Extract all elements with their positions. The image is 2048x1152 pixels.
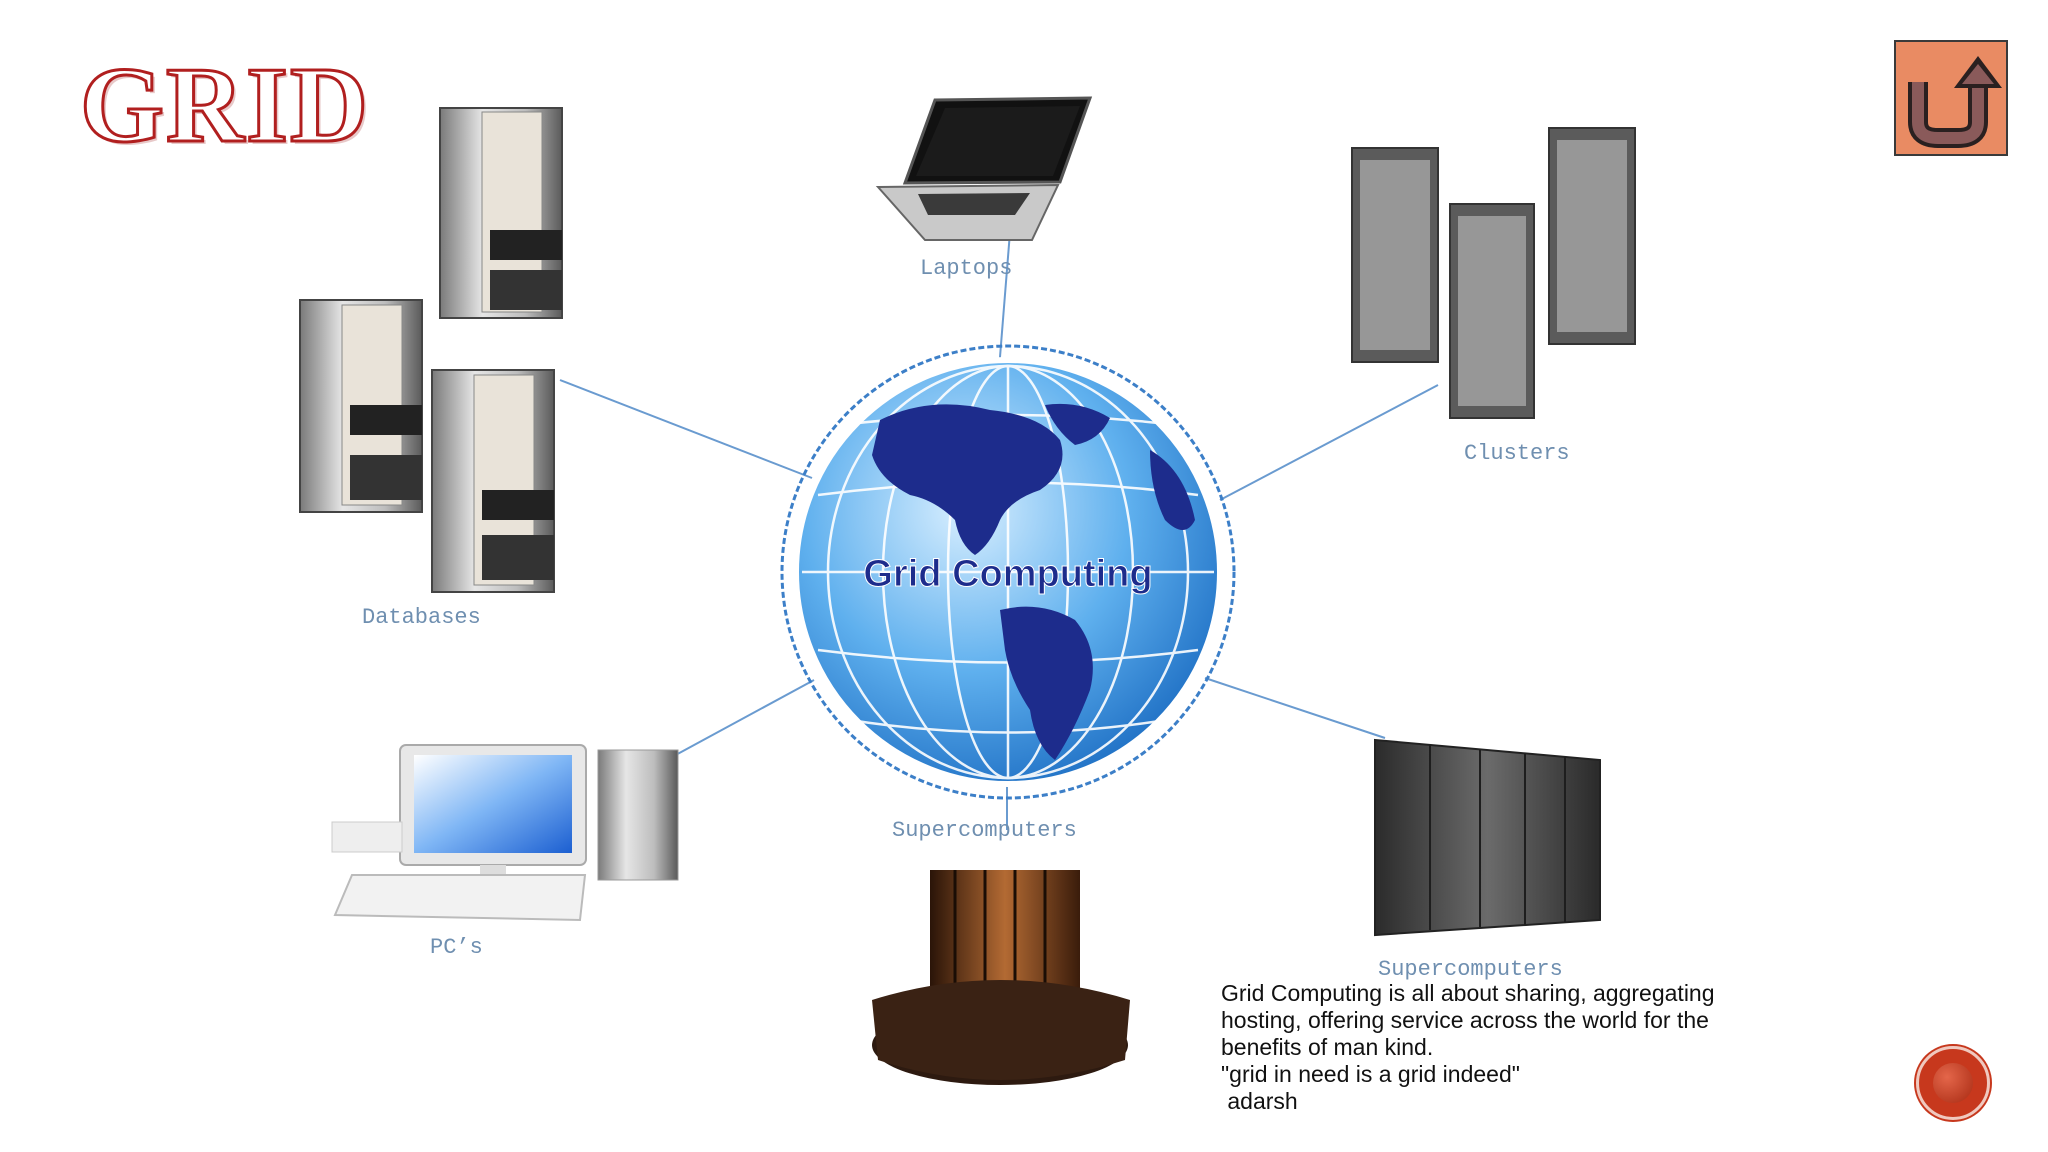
caption-line: "grid in need is a grid indeed" [1221, 1061, 1861, 1088]
caption-line: Grid Computing is all about sharing, agg… [1221, 980, 1861, 1007]
laptops-label: Laptops [920, 256, 1012, 281]
return-arrow-icon [1896, 42, 2006, 154]
supercomputers-left-label: Supercomputers [892, 818, 1077, 843]
center-label: Grid Computing [838, 553, 1178, 596]
next-slide-button[interactable] [1916, 1046, 1990, 1120]
caption-text: Grid Computing is all about sharing, agg… [1221, 980, 1861, 1115]
caption-line: adarsh [1221, 1088, 1861, 1115]
back-button[interactable] [1894, 40, 2008, 156]
caption-line: hosting, offering service across the wor… [1221, 1007, 1861, 1034]
clusters-label: Clusters [1464, 441, 1570, 466]
database-server-icon [300, 108, 562, 592]
desktop-pc-icon [332, 745, 678, 920]
circle-next-icon [1933, 1063, 1973, 1103]
server-cabinet-icon [1375, 740, 1600, 935]
cluster-rack-icon [1352, 128, 1635, 418]
laptop-icon [878, 98, 1090, 240]
caption-line: benefits of man kind. [1221, 1034, 1861, 1061]
cray-supercomputer-icon [872, 870, 1130, 1085]
supercomputers-right-label: Supercomputers [1378, 957, 1563, 982]
databases-label: Databases [362, 605, 481, 630]
pcs-label: PC’s [430, 935, 483, 960]
